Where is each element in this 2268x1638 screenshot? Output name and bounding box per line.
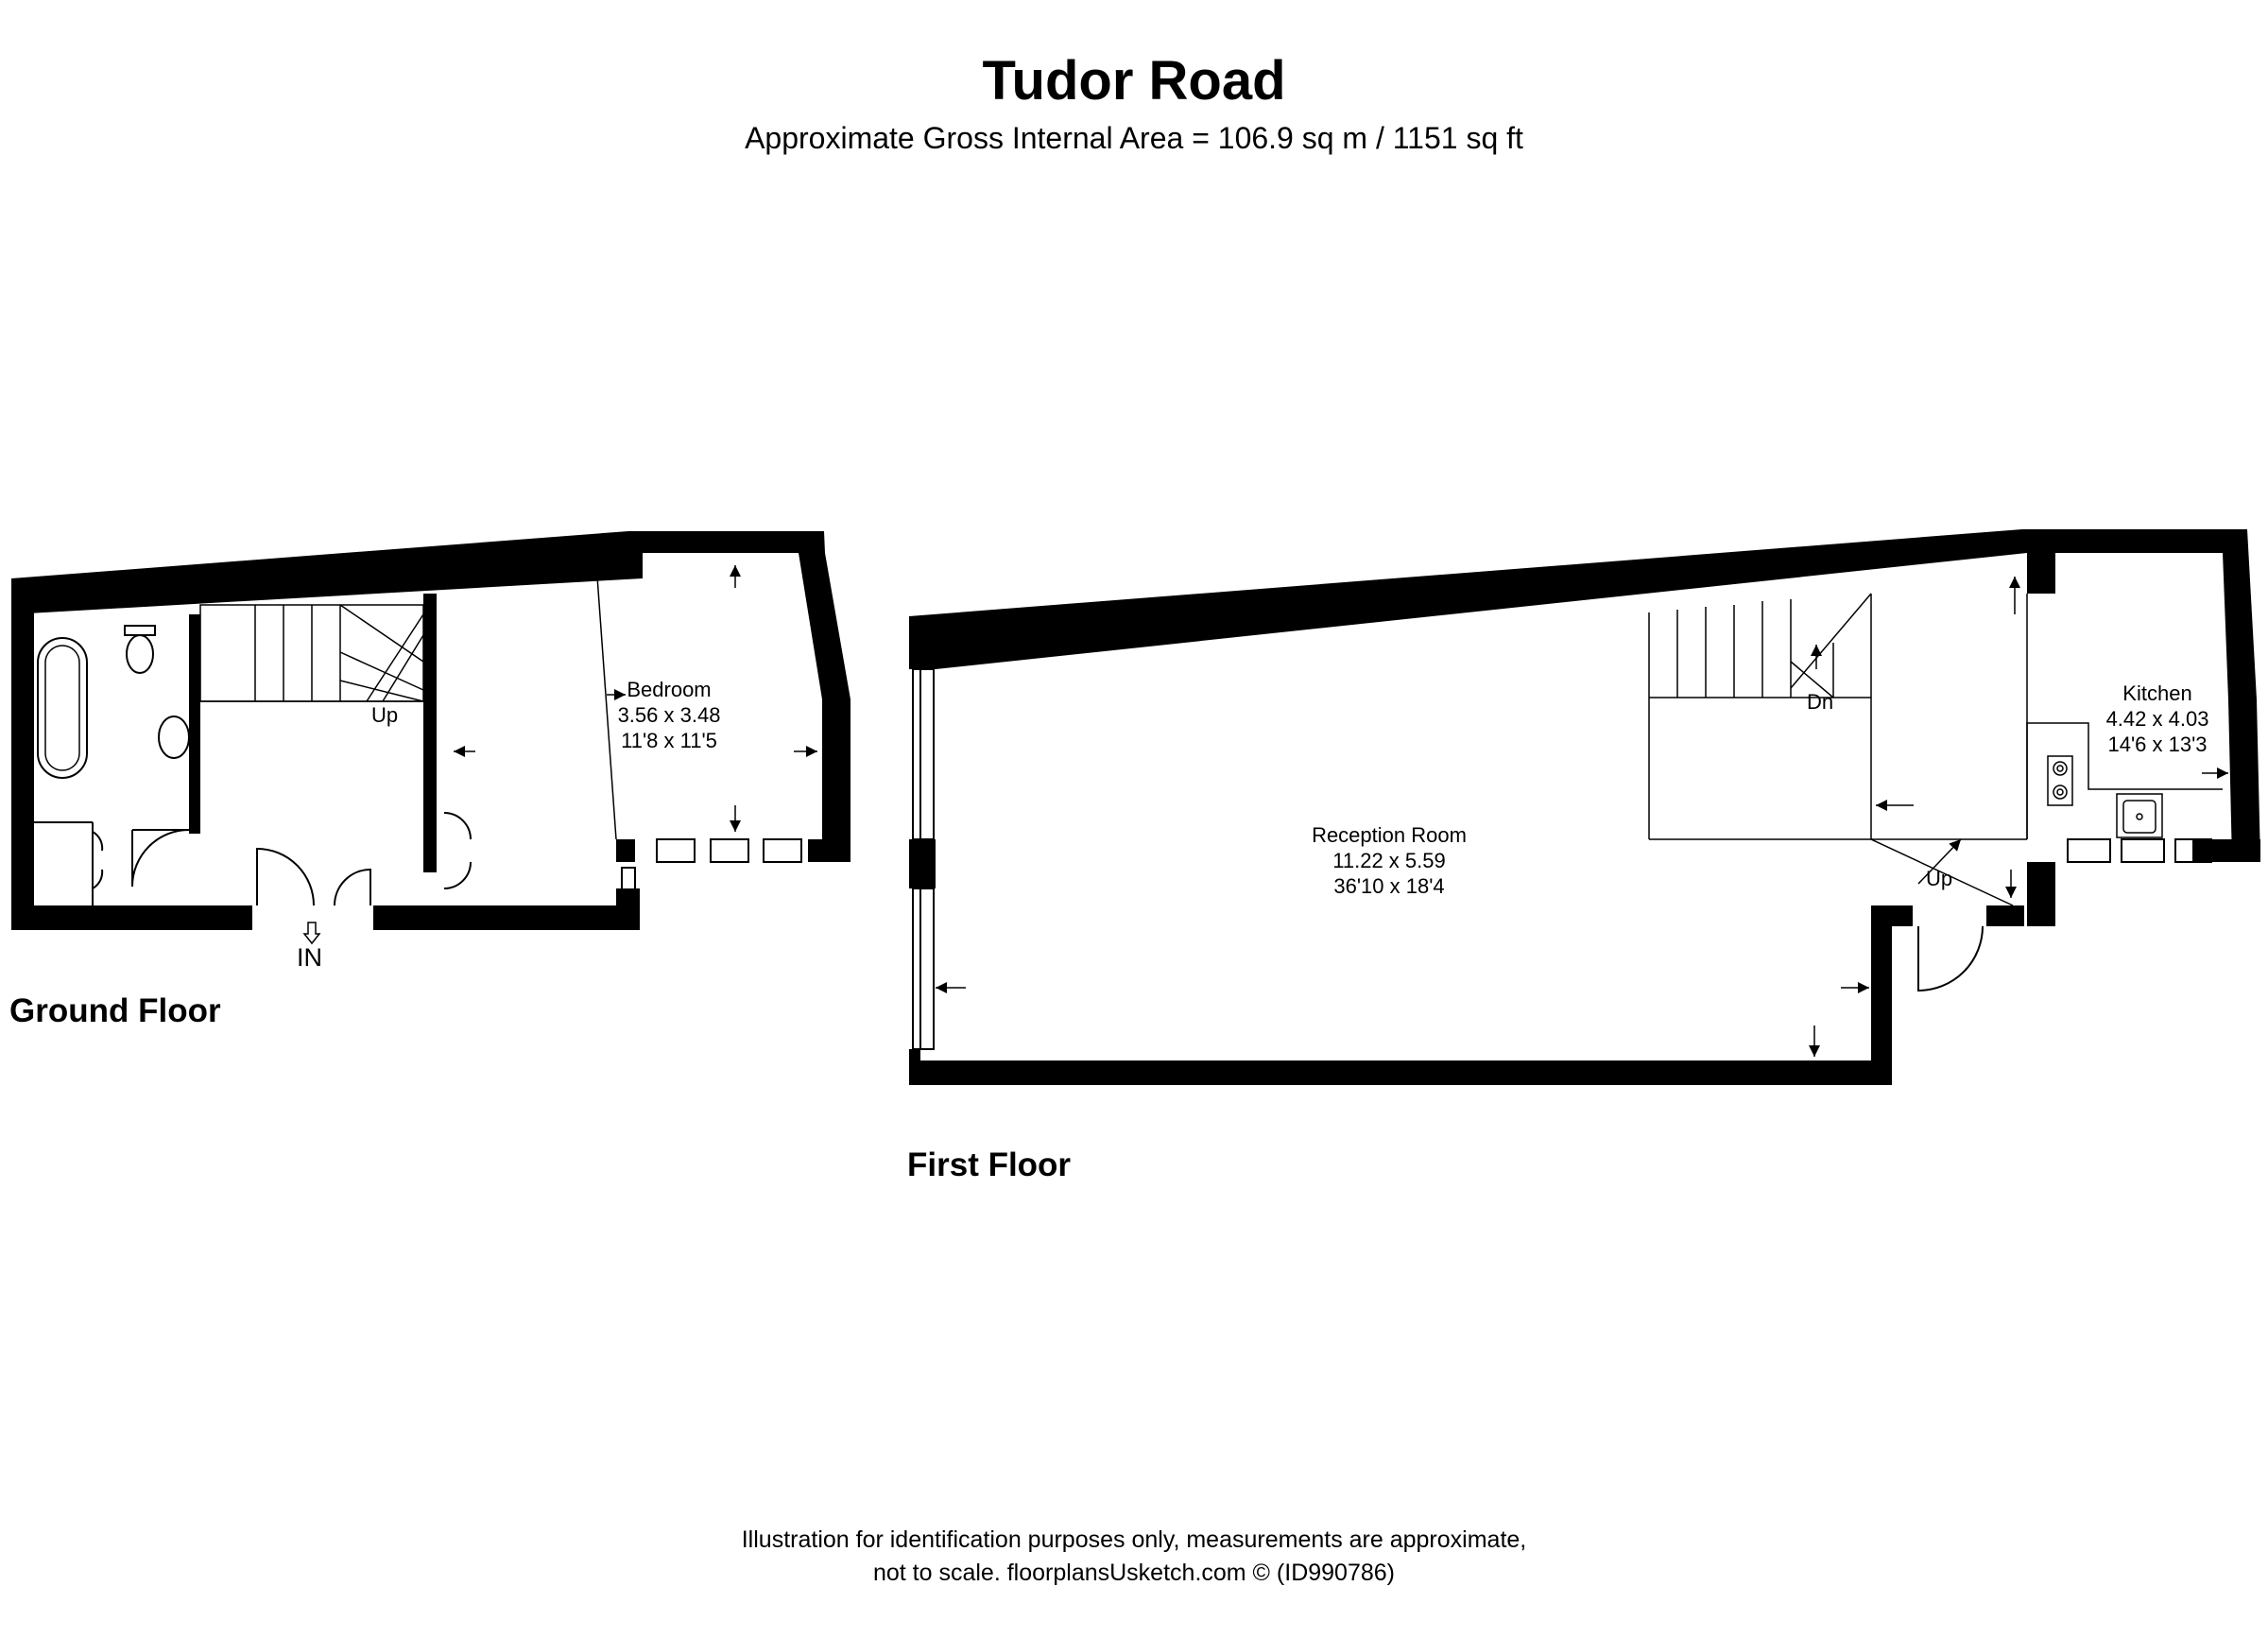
first-floor-stairs xyxy=(1648,593,1872,840)
ground-floor-stairs-up-label: Up xyxy=(371,703,399,727)
ground-floor-pillar xyxy=(616,888,640,930)
ground-floor-stairs xyxy=(199,604,424,702)
kitchen-windows xyxy=(2036,838,2212,893)
kitchen-right-wall xyxy=(2223,529,2260,862)
bedroom-bottom-wall xyxy=(616,839,635,862)
bedroom-right-wall xyxy=(799,531,850,862)
first-floor-bottom-wall xyxy=(909,1060,1892,1085)
ground-floor-label: Ground Floor xyxy=(9,992,221,1029)
entrance-door-right xyxy=(334,868,371,906)
bedroom-metric: 3.56 x 3.48 xyxy=(617,703,721,727)
first-floor-step-wall xyxy=(1871,905,1892,1085)
first-floor-stairs-up-label: Up xyxy=(1926,867,1953,890)
first-floor-kitchen-jamb xyxy=(2027,862,2055,926)
first-floor-label: First Floor xyxy=(907,1147,1072,1183)
disclaimer-footer: Illustration for identification purposes… xyxy=(0,1524,2268,1590)
first-floor-left-pillar xyxy=(909,839,936,888)
ground-floor-windows xyxy=(621,838,802,893)
bedroom-bottom-wall-b xyxy=(808,839,850,862)
reception-room-imperial: 36'10 x 18'4 xyxy=(1333,874,1445,898)
first-floor-step-top xyxy=(1871,905,1913,926)
ground-floor-plan xyxy=(11,531,850,945)
cupboard-door xyxy=(443,812,472,889)
bath-icon xyxy=(37,637,88,779)
first-floor-top-wall xyxy=(909,529,2247,669)
kitchen-metric: 4.42 x 4.03 xyxy=(2105,707,2209,731)
ground-floor-left-wall xyxy=(11,578,34,930)
bedroom-name: Bedroom xyxy=(627,678,712,701)
gross-area-subtitle: Approximate Gross Internal Area = 106.9 … xyxy=(745,121,1523,155)
kitchen-imperial: 14'6 x 13'3 xyxy=(2107,733,2208,756)
bathroom-door-swing xyxy=(131,829,190,888)
basin-icon xyxy=(158,716,190,759)
ground-floor-bottom-wall-right xyxy=(373,905,640,930)
hob-icon xyxy=(2047,755,2073,806)
kitchen-bottom-wall xyxy=(2192,839,2260,862)
entrance-label: IN xyxy=(297,943,322,972)
reception-room-metric: 11.22 x 5.59 xyxy=(1332,849,1446,872)
ground-floor-top-wall xyxy=(11,531,824,614)
sink-icon xyxy=(2116,793,2163,838)
bedroom-label: Bedroom 3.56 x 3.48 11'8 x 11'5 xyxy=(593,677,745,753)
reception-room-label: Reception Room 11.22 x 5.59 36'10 x 18'4 xyxy=(1285,822,1493,899)
first-floor-door-swing xyxy=(1917,925,1984,992)
toilet-icon xyxy=(126,634,154,674)
reception-windows xyxy=(912,668,935,1050)
bedroom-imperial: 11'8 x 11'5 xyxy=(621,729,717,752)
kitchen-name: Kitchen xyxy=(2122,681,2192,705)
entrance-door-left xyxy=(256,847,315,906)
page-title: Tudor Road xyxy=(982,50,1286,112)
first-floor-stairs-down-label: Dn xyxy=(1807,690,1834,714)
reception-room-name: Reception Room xyxy=(1312,823,1467,847)
disclaimer-line-2: not to scale. floorplansUsketch.com © (I… xyxy=(872,1560,1395,1586)
first-floor-left-wall-top xyxy=(909,616,920,669)
first-floor-plan xyxy=(909,529,2260,1085)
first-floor-door-jamb xyxy=(1986,905,2024,926)
ground-floor-bottom-wall-left xyxy=(11,905,196,930)
entrance-arrow-icon xyxy=(302,922,321,945)
disclaimer-line-1: Illustration for identification purposes… xyxy=(741,1526,1527,1553)
stair-wall xyxy=(423,594,437,872)
ground-floor-bottom-wall-mid xyxy=(196,905,252,930)
bathroom-partition xyxy=(189,614,200,834)
kitchen-label: Kitchen 4.42 x 4.03 14'6 x 13'3 xyxy=(2087,681,2228,757)
